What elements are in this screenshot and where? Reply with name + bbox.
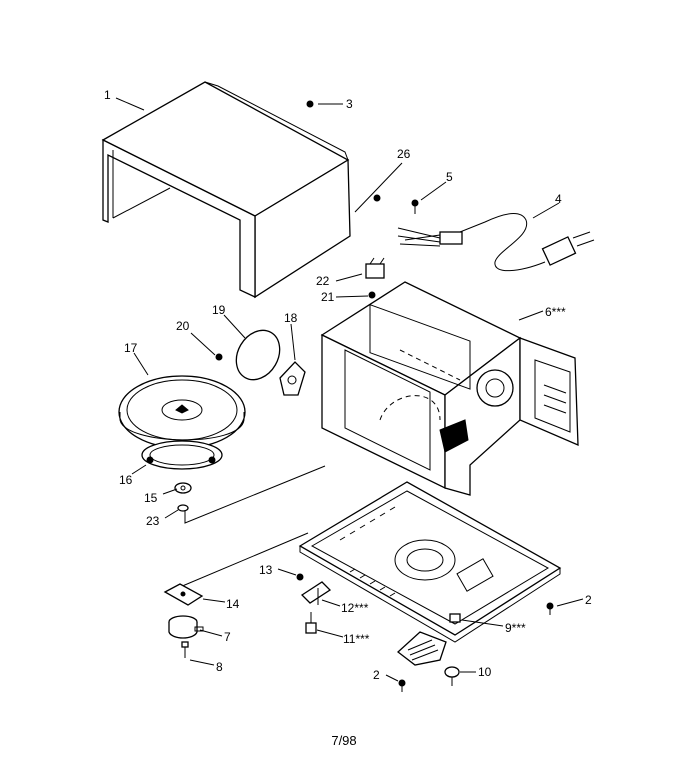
outer-cabinet (101, 81, 351, 299)
bracket-12 (300, 581, 332, 605)
leader-lines (115, 97, 584, 682)
foot-10 (444, 666, 460, 686)
callout-22: 22 (316, 274, 330, 288)
screw-11 (305, 612, 317, 634)
turntable-tray (118, 375, 246, 449)
screw-2-bottom (398, 679, 406, 692)
callout-7: 7 (224, 630, 231, 644)
screw-21 (368, 291, 376, 299)
screw-2-right (546, 602, 554, 615)
screw-20 (215, 353, 223, 361)
cover-9 (449, 613, 461, 623)
motor-line (179, 532, 309, 588)
callout-10: 10 (478, 665, 492, 679)
callout-20: 20 (176, 319, 190, 333)
callout-16: 16 (119, 473, 133, 487)
screw-26 (373, 194, 381, 202)
callout-15: 15 (144, 491, 158, 505)
callout-18: 18 (284, 311, 298, 325)
thermal-cutout (365, 257, 385, 279)
callout-12: 12*** (341, 601, 369, 615)
screw-3 (306, 100, 314, 108)
callout-21: 21 (321, 290, 335, 304)
callout-2-bottom: 2 (373, 668, 380, 682)
screw-8 (181, 641, 189, 658)
callout-17: 17 (124, 341, 138, 355)
callout-6: 6*** (545, 305, 566, 319)
callout-11: 11*** (343, 632, 370, 646)
callout-13: 13 (259, 563, 273, 577)
callout-5: 5 (446, 170, 453, 184)
callout-14: 14 (226, 597, 240, 611)
screw-5 (411, 199, 419, 214)
callout-2-right: 2 (585, 593, 592, 607)
callout-23: 23 (146, 514, 160, 528)
callout-19: 19 (212, 303, 226, 317)
shaft-line (184, 465, 326, 524)
motor-bracket (163, 583, 204, 606)
callout-8: 8 (216, 660, 223, 674)
callout-9: 9*** (505, 621, 526, 635)
bottom-plate (298, 481, 562, 643)
coupler-15 (174, 482, 192, 494)
callout-labels: 1 3 26 5 4 22 21 6*** 19 18 20 17 16 15 … (104, 88, 592, 682)
turntable-motor (168, 615, 204, 639)
callout-26: 26 (397, 147, 411, 161)
main-chassis (320, 281, 579, 496)
callout-1: 1 (104, 88, 111, 102)
roller-ring (141, 440, 223, 470)
screw-13 (296, 573, 304, 581)
bracket-18 (279, 361, 306, 396)
shield-disc (235, 329, 281, 381)
page-number: 7/98 (331, 733, 357, 748)
callout-3: 3 (346, 97, 353, 111)
callout-4: 4 (555, 192, 562, 206)
fan-cover (396, 631, 447, 666)
washer-23 (177, 504, 189, 512)
power-cord (397, 213, 595, 272)
